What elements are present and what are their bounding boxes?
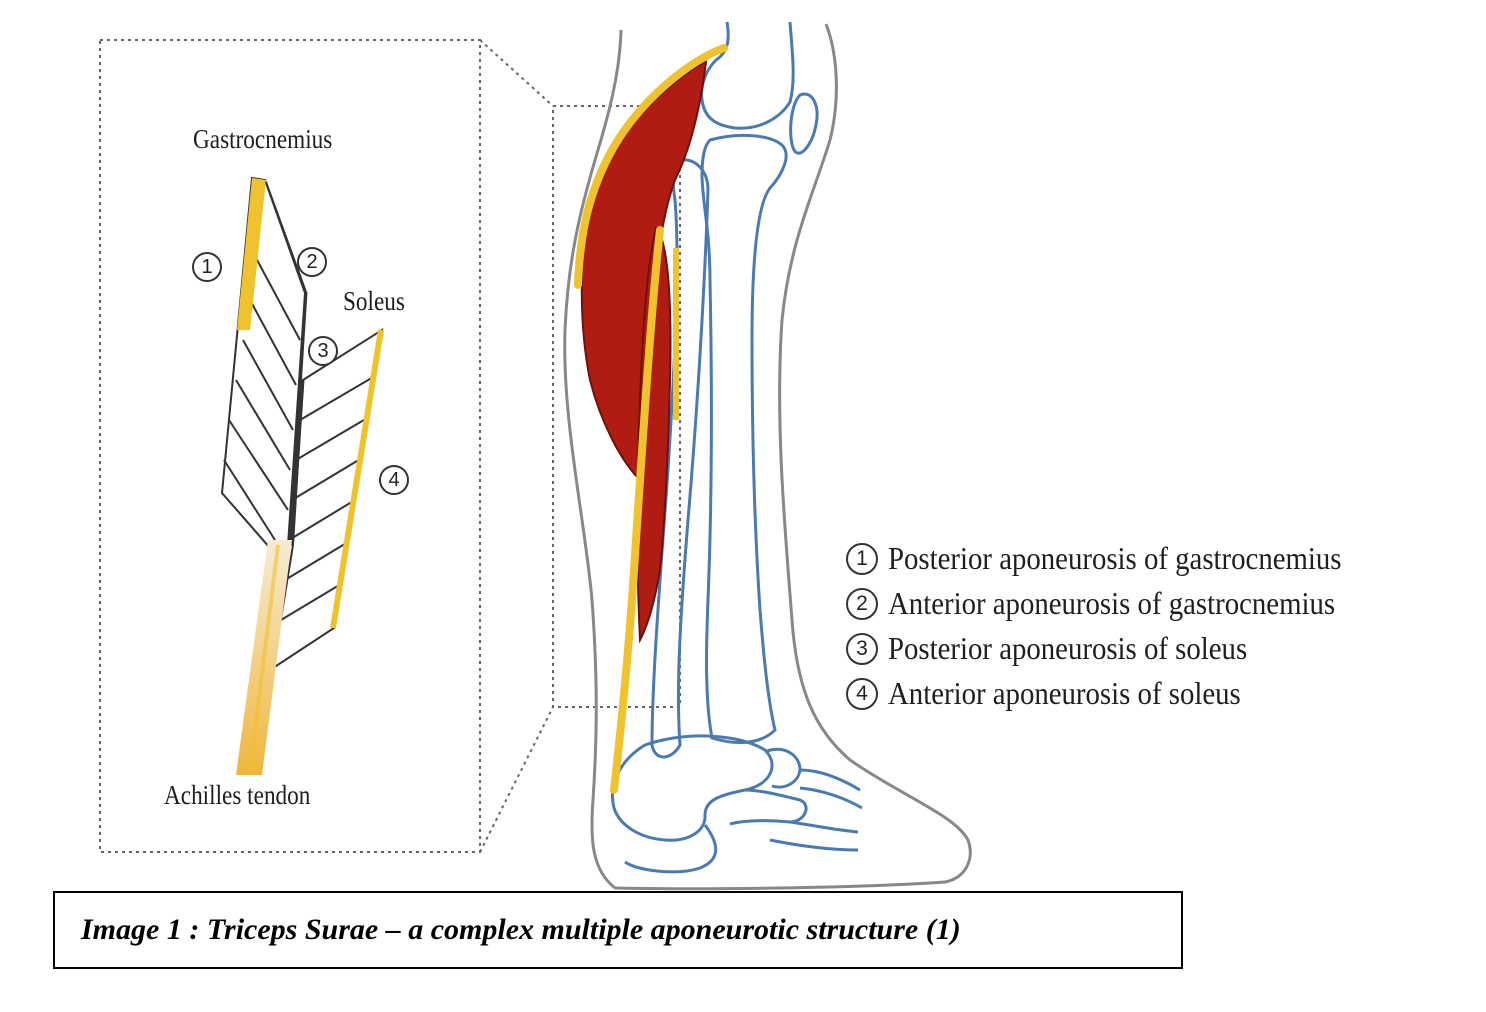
label-gastrocnemius: Gastrocnemius (193, 124, 333, 154)
legend: 1 Posterior aponeurosis of gastrocnemius… (846, 536, 1392, 716)
gastrocnemius-fibers (223, 257, 301, 541)
leg-achilles-tendon (610, 226, 664, 794)
leg-anatomy (563, 21, 972, 891)
legend-text: Anterior aponeurosis of gastrocnemius (888, 585, 1336, 621)
skin-front-contour (614, 23, 972, 891)
marker-3: 3 (308, 336, 338, 366)
soleus-muscle (636, 226, 672, 644)
label-soleus: Soleus (343, 286, 405, 316)
legend-item: 2 Anterior aponeurosis of gastrocnemius (846, 581, 1392, 626)
legend-text: Posterior aponeurosis of soleus (888, 630, 1248, 666)
legend-text: Anterior aponeurosis of soleus (888, 675, 1241, 711)
legend-item: 4 Anterior aponeurosis of soleus (846, 671, 1392, 716)
patella (789, 92, 819, 155)
aponeurosis-3 (290, 379, 305, 546)
foot-bones (611, 734, 863, 874)
marker-4: 4 (379, 465, 409, 495)
caption-box: Image 1 : Triceps Surae – a complex mult… (53, 891, 1183, 969)
soleus-fibers (280, 375, 376, 621)
legend-text: Posterior aponeurosis of gastrocnemius (888, 540, 1342, 576)
legend-marker: 3 (846, 632, 878, 665)
zoom-box (99, 39, 681, 853)
legend-item: 1 Posterior aponeurosis of gastrocnemius (846, 536, 1392, 581)
legend-marker: 2 (846, 587, 878, 620)
femur (700, 21, 795, 130)
legend-marker: 1 (846, 542, 878, 575)
aponeurosis-2 (288, 291, 308, 547)
legend-marker: 4 (846, 677, 878, 710)
label-achilles-tendon: Achilles tendon (164, 780, 311, 810)
aponeurosis-4 (330, 329, 384, 629)
legend-item: 3 Posterior aponeurosis of soleus (846, 626, 1392, 671)
aponeurosis-1 (237, 178, 266, 330)
leg-aponeurosis-posterior (574, 44, 728, 289)
tibia (700, 134, 788, 744)
inset-schematic (220, 176, 384, 775)
marker-2: 2 (297, 247, 327, 277)
marker-1: 1 (192, 252, 222, 282)
skin-back-contour (563, 29, 623, 890)
figure-caption: Image 1 : Triceps Surae – a complex mult… (81, 913, 961, 946)
